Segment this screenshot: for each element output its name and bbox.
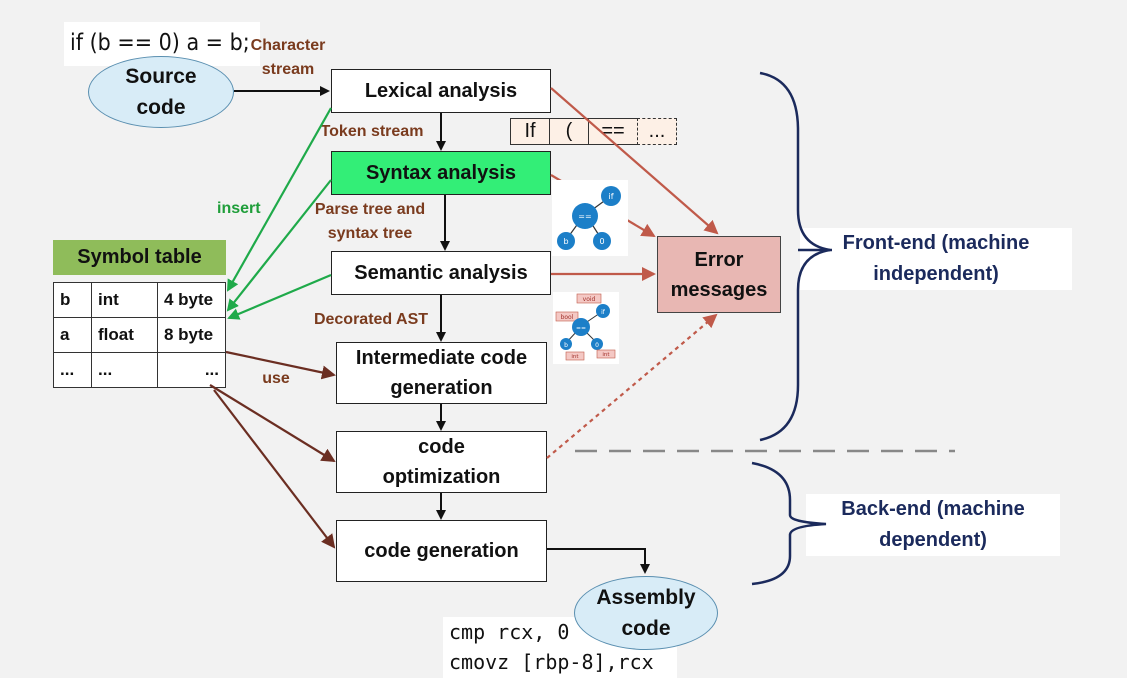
tree-node-label: b bbox=[563, 237, 568, 246]
token-cell: ... bbox=[637, 118, 677, 145]
token-text: ( bbox=[565, 120, 573, 142]
symbol-table-title: Symbol table bbox=[53, 240, 226, 275]
front-end-brace bbox=[759, 71, 831, 442]
back-end-label-bg bbox=[806, 494, 1060, 556]
semantic-analysis-label: Semantic analysis bbox=[354, 262, 528, 284]
source-code-line: if (b == 0) a = b; bbox=[70, 30, 250, 56]
tree-node-label: == bbox=[578, 212, 591, 221]
code-optimization-label: code optimization bbox=[382, 436, 501, 488]
tree-node-label: if bbox=[608, 192, 613, 201]
arrow-insert bbox=[227, 107, 332, 292]
decorated-ast-label: Decorated AST bbox=[313, 311, 429, 328]
table-cell: ... bbox=[91, 352, 158, 388]
table-cell: ... bbox=[157, 352, 226, 388]
token-stream-label: Token stream bbox=[320, 123, 424, 140]
token-text: ... bbox=[648, 120, 666, 142]
assembly-code-label: Assembly code bbox=[596, 586, 696, 640]
table-cell: float bbox=[91, 317, 158, 353]
tree-node-label: b bbox=[564, 342, 568, 349]
tree-node-label: int bbox=[571, 354, 579, 360]
arrow-use bbox=[209, 384, 336, 463]
tree-node-label: int bbox=[602, 352, 610, 358]
source-code-ellipse: Source code bbox=[88, 56, 234, 128]
syntax-analysis-box: Syntax analysis bbox=[331, 151, 551, 195]
syntax-tree-thumbnail: if == b 0 bbox=[552, 180, 628, 256]
character-stream-label: Character stream bbox=[250, 37, 326, 78]
decorated-tree-thumbnail: void bool if == b 0 int int bbox=[553, 292, 619, 364]
arrow-insert bbox=[226, 179, 332, 312]
tree-node-label: void bbox=[583, 296, 596, 303]
token-text: If bbox=[524, 120, 536, 142]
table-cell: 4 byte bbox=[157, 282, 226, 318]
symbol-table-title-text: Symbol table bbox=[77, 246, 202, 268]
tree-node-label: 0 bbox=[595, 342, 599, 349]
back-end-brace bbox=[751, 461, 827, 586]
symbol-table: b int 4 byte a float 8 byte ... ... ... bbox=[53, 282, 226, 388]
table-row: b int 4 byte bbox=[53, 282, 226, 318]
semantic-analysis-box: Semantic analysis bbox=[331, 251, 551, 295]
lexical-analysis-box: Lexical analysis bbox=[331, 69, 551, 113]
syntax-analysis-label: Syntax analysis bbox=[365, 162, 517, 184]
intermediate-code-box: Intermediate code generation bbox=[336, 342, 547, 404]
use-label: use bbox=[262, 370, 290, 387]
table-row: ... ... ... bbox=[53, 352, 226, 388]
code-optimization-box: code optimization bbox=[336, 431, 547, 493]
code-generation-box: code generation bbox=[336, 520, 547, 582]
code-generation-label: code generation bbox=[364, 540, 519, 562]
error-messages-label: Error messages bbox=[670, 248, 768, 301]
arrow-use bbox=[225, 350, 336, 380]
source-code-label: Source code bbox=[125, 65, 197, 119]
arrow-codegen-to-assembly bbox=[547, 548, 650, 574]
assembly-line: cmovz [rbp-8],rcx bbox=[449, 650, 654, 674]
arrow-error-dotted bbox=[546, 313, 718, 459]
tree-node-label: == bbox=[576, 325, 586, 332]
parse-tree-label: Parse tree and syntax tree bbox=[314, 201, 426, 242]
arrow-error bbox=[550, 87, 719, 235]
assembly-line: cmp rcx, 0 bbox=[449, 620, 570, 644]
error-messages-box: Error messages bbox=[657, 236, 781, 313]
intermediate-code-label: Intermediate code generation bbox=[355, 347, 528, 399]
token-cell: If bbox=[510, 118, 550, 145]
lexical-analysis-label: Lexical analysis bbox=[364, 80, 518, 102]
arrow-insert bbox=[227, 273, 332, 320]
back-end-label: Back-end (machine dependent) bbox=[841, 498, 1025, 551]
arrow-use bbox=[213, 389, 336, 549]
front-end-label: Front-end (machine independent) bbox=[842, 232, 1030, 285]
assembly-code-ellipse: Assembly code bbox=[574, 576, 718, 650]
insert-label: insert bbox=[217, 200, 261, 217]
tree-node-label: bool bbox=[561, 314, 574, 321]
tree-node-label: 0 bbox=[599, 237, 604, 246]
tree-node-label: if bbox=[601, 309, 606, 316]
front-end-label-bg bbox=[800, 228, 1072, 290]
